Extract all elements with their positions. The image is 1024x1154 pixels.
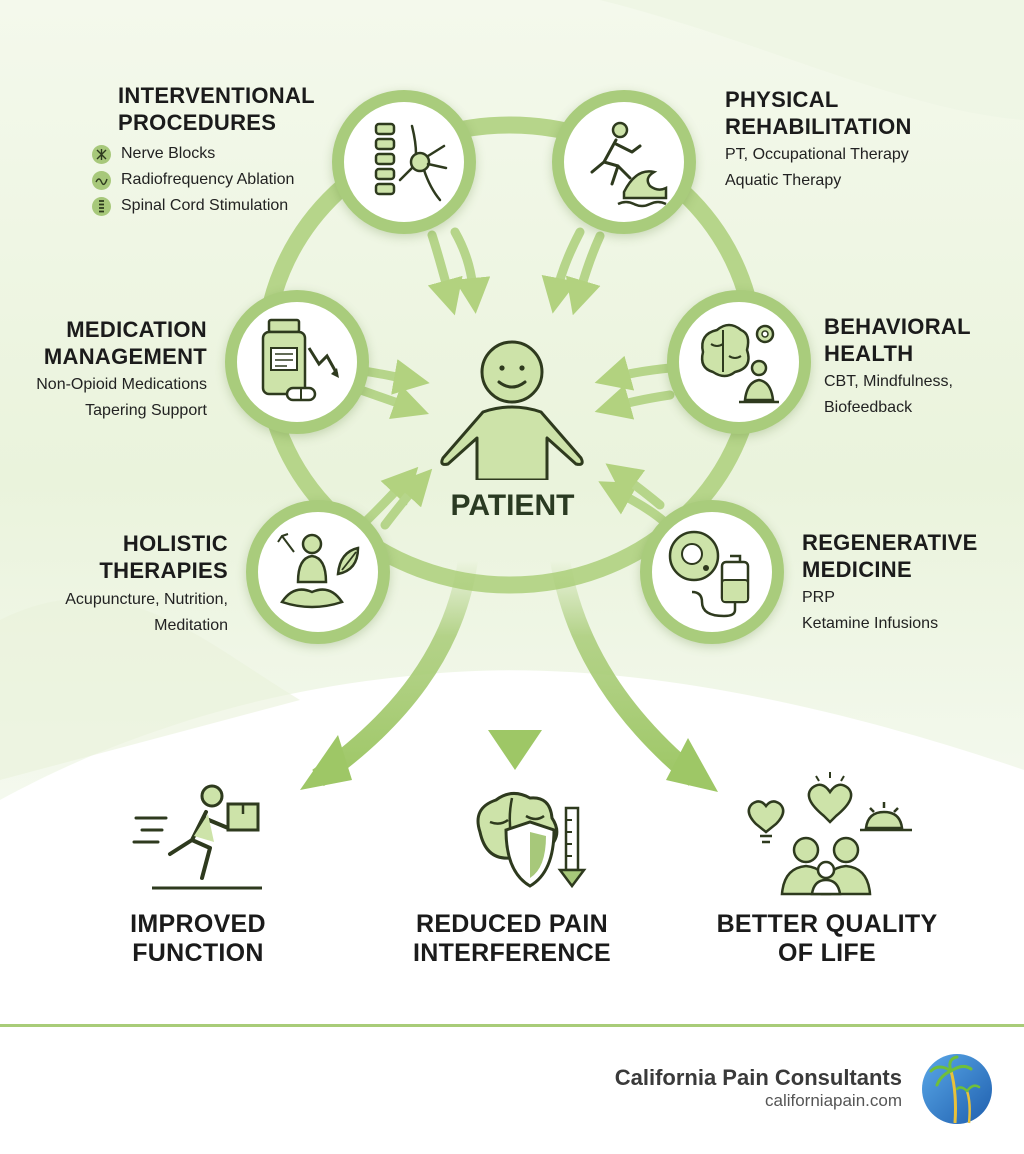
physical-list: PT, Occupational Therapy Aquatic Therapy bbox=[725, 142, 909, 194]
nerve-icon bbox=[96, 148, 107, 160]
spine-nerve-icon bbox=[374, 122, 448, 202]
list-item: Acupuncture, Nutrition, bbox=[65, 591, 228, 608]
medication-title: MEDICATION MANAGEMENT bbox=[43, 317, 207, 369]
running-person-icon bbox=[132, 784, 262, 890]
patient-icon bbox=[440, 340, 584, 480]
physical-title: PHYSICAL REHABILITATION bbox=[725, 87, 912, 139]
list-item: Ketamine Infusions bbox=[802, 615, 939, 632]
holistic-list: Acupuncture, Nutrition, Meditation bbox=[65, 587, 228, 639]
list-item: PT, Occupational Therapy bbox=[725, 146, 909, 163]
spine-icon bbox=[99, 199, 104, 212]
behavioral-title: BEHAVIORAL HEALTH bbox=[824, 314, 971, 366]
behavioral-node bbox=[667, 290, 811, 434]
list-item: Nerve Blocks bbox=[92, 141, 294, 167]
footer-divider bbox=[0, 1024, 1024, 1027]
holistic-node bbox=[246, 500, 390, 644]
brain-meditation-icon bbox=[700, 323, 779, 404]
list-item: Aquatic Therapy bbox=[725, 172, 842, 189]
list-item: Tapering Support bbox=[85, 402, 207, 419]
interventional-node bbox=[332, 90, 476, 234]
list-item: Radiofrequency Ablation bbox=[92, 167, 294, 193]
brain-shield-icon bbox=[476, 792, 587, 889]
interventional-list: Nerve Blocks Radiofrequency Ablation Spi… bbox=[92, 141, 294, 219]
physical-node bbox=[552, 90, 696, 234]
list-item: PRP bbox=[802, 589, 835, 606]
palm-tree-logo-icon bbox=[922, 1054, 992, 1124]
medication-node bbox=[225, 290, 369, 434]
pill-bottle-icon bbox=[261, 318, 339, 402]
list-item: Meditation bbox=[154, 617, 228, 634]
outcome-quality-of-life: BETTER QUALITY OF LIFE bbox=[716, 910, 938, 967]
medication-list: Non-Opioid Medications Tapering Support bbox=[36, 372, 207, 424]
cell-iv-icon bbox=[668, 530, 750, 618]
ablation-icon bbox=[95, 177, 108, 185]
list-item: Non-Opioid Medications bbox=[36, 376, 207, 393]
regenerative-list: PRP Ketamine Infusions bbox=[802, 585, 938, 637]
brand-name: California Pain Consultants bbox=[614, 1065, 902, 1090]
brand-url[interactable]: californiapain.com bbox=[764, 1091, 902, 1110]
outcome-improved-function: IMPROVED FUNCTION bbox=[130, 910, 266, 967]
list-item: Biofeedback bbox=[824, 399, 913, 416]
meditation-leaf-icon bbox=[277, 533, 360, 609]
holistic-title: HOLISTIC THERAPIES bbox=[99, 531, 228, 583]
outcome-reduced-pain: REDUCED PAIN INTERFERENCE bbox=[412, 910, 612, 967]
family-heart-icon bbox=[747, 772, 912, 896]
list-item: Spinal Cord Stimulation bbox=[92, 193, 294, 219]
behavioral-list: CBT, Mindfulness, Biofeedback bbox=[824, 369, 953, 421]
regenerative-node bbox=[640, 500, 784, 644]
center-label: PATIENT bbox=[450, 489, 575, 522]
list-item: CBT, Mindfulness, bbox=[824, 373, 953, 390]
interventional-title: INTERVENTIONAL PROCEDURES bbox=[118, 83, 315, 135]
regenerative-title: REGENERATIVE MEDICINE bbox=[802, 530, 978, 582]
swimmer-icon bbox=[590, 121, 668, 208]
